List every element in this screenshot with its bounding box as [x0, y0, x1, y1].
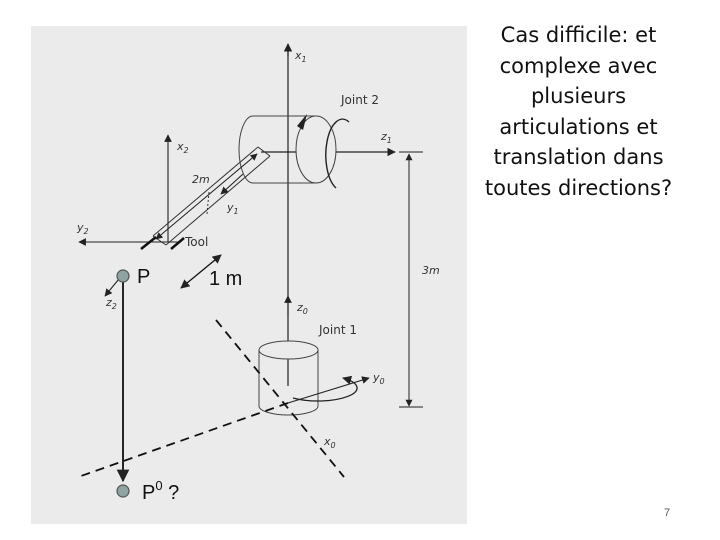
scale-1m-arrow [180, 254, 222, 289]
label-y0: y0 [372, 371, 385, 386]
label-x2: x2 [176, 140, 189, 155]
point-p [116, 269, 130, 283]
label-z0: z0 [296, 301, 308, 316]
tool-marker-2 [170, 237, 185, 250]
joint1-rotation-arrow [292, 375, 358, 402]
joint1-cylinder [258, 340, 319, 416]
y0-axis [287, 376, 370, 404]
label-y1: y1 [226, 201, 239, 216]
label-z2: z2 [105, 296, 117, 311]
x0-dashed-axis [215, 319, 345, 478]
label-x1: x1 [294, 49, 307, 64]
label-joint2: Joint 2 [340, 93, 379, 107]
label-z1: z1 [380, 130, 392, 145]
diagram-svg: x1 Joint 2 z1 x2 2m y1 y2 Tool P 1 m 3m … [76, 43, 440, 504]
label-tool: Tool [184, 235, 208, 249]
label-2m: 2m [192, 173, 210, 186]
page-number: 7 [664, 507, 671, 519]
label-p0: P0 ? [142, 478, 179, 504]
label-y2: y2 [76, 221, 89, 236]
point-p0 [116, 484, 130, 498]
label-p: P [137, 266, 150, 288]
ground-dashed-axis [80, 402, 289, 477]
joint2-rotation-arrow [325, 118, 350, 189]
label-joint1: Joint 1 [318, 323, 357, 337]
robot-arm-diagram: x1 Joint 2 z1 x2 2m y1 y2 Tool P 1 m 3m … [31, 26, 467, 524]
label-3m: 3m [422, 264, 440, 277]
joint2-rotation-arrowhead [297, 114, 307, 130]
label-x0: x0 [323, 435, 336, 450]
dimension-2m [155, 153, 258, 240]
y1-axis [220, 173, 244, 195]
link-arm [152, 146, 271, 246]
label-1m: 1 m [209, 268, 242, 290]
slide-text: Cas difficile: et complexe avec plusieur… [484, 23, 673, 200]
tool-marker [140, 236, 157, 250]
